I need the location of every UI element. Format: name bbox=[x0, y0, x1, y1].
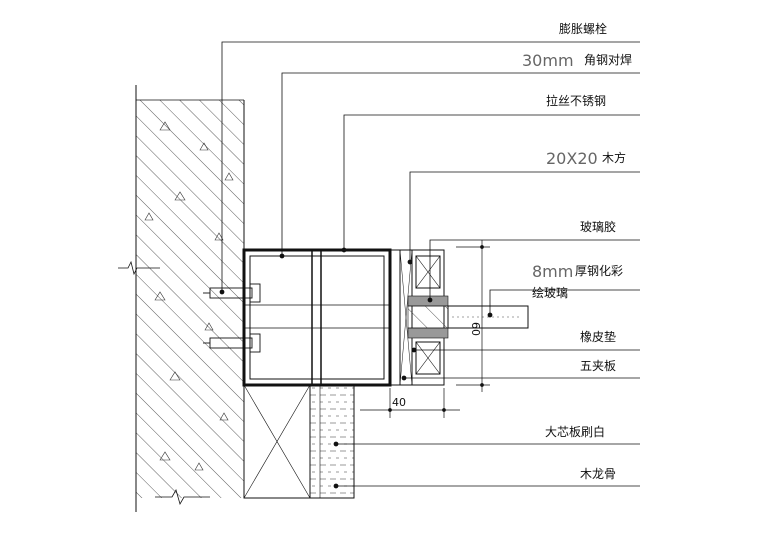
label-blockboard: 大芯板刷白 bbox=[545, 424, 605, 439]
label-wood-keel: 木龙骨 bbox=[580, 467, 616, 481]
label-glass-line2: 绘玻璃 bbox=[532, 285, 568, 300]
label-wood-square: 木方 bbox=[602, 150, 626, 165]
label-plywood: 五夹板 bbox=[580, 359, 616, 373]
leader-lines bbox=[219, 41, 640, 489]
label-glass-glue: 玻璃胶 bbox=[580, 219, 616, 234]
dimension-60 bbox=[456, 240, 490, 392]
label-glass-line1: 厚钢化彩 bbox=[575, 264, 623, 278]
label-expansion-bolt: 膨胀螺栓 bbox=[559, 21, 607, 36]
steel-frame bbox=[242, 248, 392, 387]
glass-panel bbox=[407, 295, 529, 339]
label-rubber-pad: 橡皮垫 bbox=[580, 329, 616, 344]
wood-keel-lower bbox=[309, 384, 355, 499]
concrete-wall bbox=[118, 85, 245, 512]
label-angle-steel-size: 30mm bbox=[522, 51, 574, 70]
plywood-lower bbox=[243, 384, 311, 499]
label-glass-thickness: 8mm bbox=[532, 262, 573, 281]
dimension-40 bbox=[360, 388, 460, 418]
label-angle-steel: 角钢对焊 bbox=[584, 52, 632, 67]
label-wood-square-size: 20X20 bbox=[546, 149, 598, 168]
dimension-40-label: 40 bbox=[392, 396, 406, 409]
dimension-60-label: 60 bbox=[469, 322, 482, 336]
label-brushed-stainless: 拉丝不锈钢 bbox=[546, 93, 606, 108]
